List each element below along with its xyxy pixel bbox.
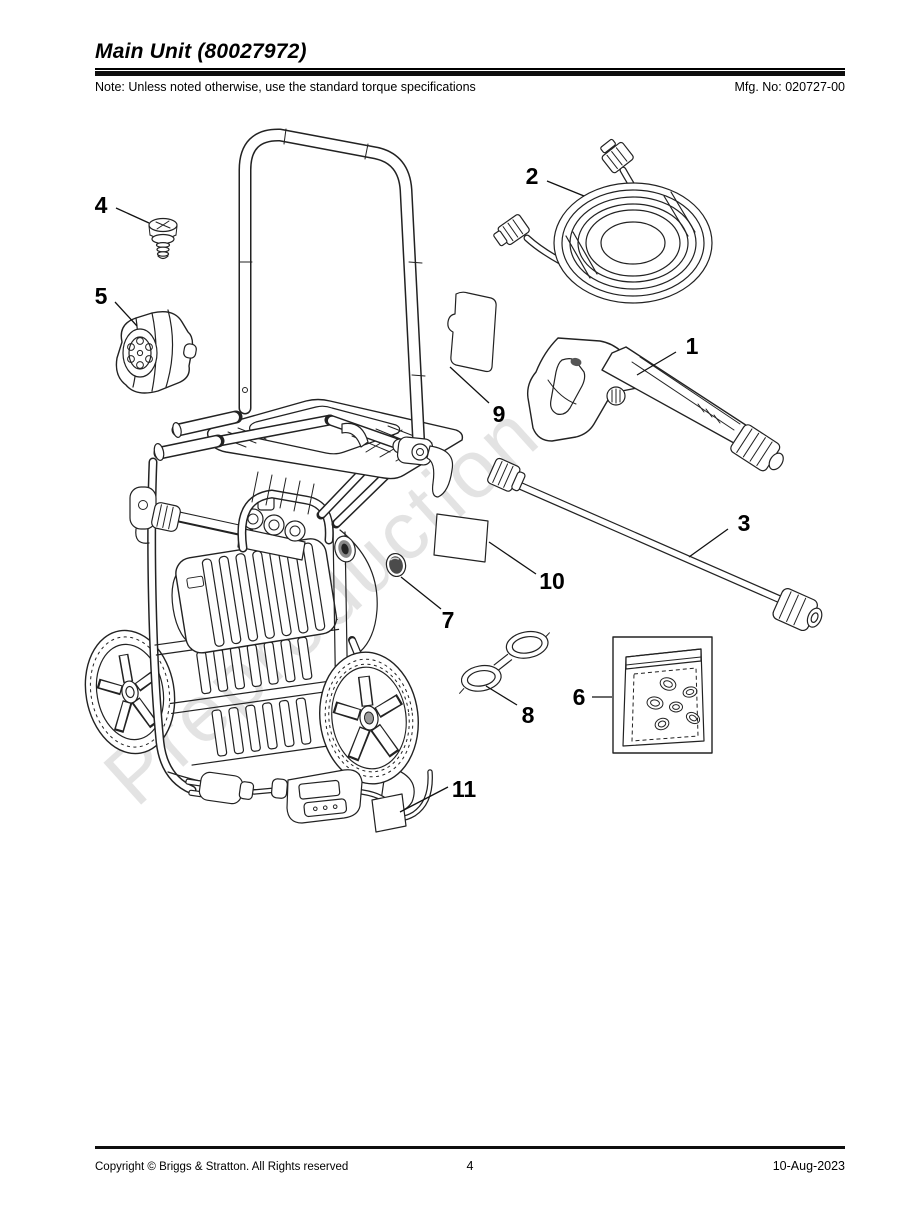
leader-line-9 (449, 366, 490, 404)
part-oring-kit (612, 636, 713, 754)
cord-tag (371, 793, 407, 833)
part-nozzle-cap (115, 309, 197, 394)
handle-joint-lever (341, 422, 454, 498)
callout-4: 4 (95, 192, 150, 224)
right-wheel (319, 651, 419, 785)
callout-8: 8 (485, 685, 535, 728)
motor-housing (171, 538, 338, 654)
leader-line-2 (546, 180, 585, 197)
side-port (334, 535, 356, 563)
callout-number-4: 4 (95, 192, 108, 218)
part-decal-10 (433, 513, 489, 563)
page-number: 4 (466, 1159, 474, 1173)
part-grommet (385, 552, 407, 578)
page-title: Main Unit (80027972) (95, 40, 307, 63)
part-spray-wand (487, 457, 823, 632)
callout-number-7: 7 (442, 607, 455, 633)
callout-number-3: 3 (738, 510, 751, 536)
part-pressure-hose (493, 138, 713, 304)
mfg-number: Mfg. No: 020727-00 (734, 79, 846, 94)
pump-manifold (151, 495, 306, 561)
part-screw (148, 217, 178, 260)
part-power-cord (185, 769, 433, 833)
leader-line-5 (114, 301, 138, 327)
header-rule-thin (95, 68, 845, 70)
callout-number-5: 5 (95, 283, 108, 309)
leader-line-10 (488, 541, 537, 575)
callout-number-10: 10 (539, 568, 565, 594)
callouts: 1 2 3 4 5 6 7 8 (95, 163, 751, 813)
leader-line-4 (115, 207, 150, 224)
leader-line-3 (688, 528, 729, 558)
leader-line-7 (400, 576, 442, 610)
leader-line-8 (485, 685, 518, 706)
date-text: 10-Aug-2023 (772, 1159, 846, 1173)
folding-handle (238, 128, 426, 455)
callout-number-11: 11 (452, 776, 477, 802)
callout-number-2: 2 (526, 163, 539, 189)
part-seal-rings (459, 630, 550, 694)
callout-6: 6 (573, 684, 612, 710)
part-spray-gun (526, 337, 784, 472)
callout-number-6: 6 (573, 684, 586, 710)
callout-11: 11 (399, 776, 477, 813)
left-wheel (84, 629, 176, 755)
callout-1: 1 (636, 333, 699, 376)
callout-7: 7 (400, 576, 455, 633)
callout-10: 10 (488, 541, 565, 594)
callout-number-1: 1 (686, 333, 699, 359)
callout-number-8: 8 (522, 702, 535, 728)
callout-3: 3 (688, 510, 751, 558)
carry-handle-loop (237, 489, 334, 553)
leader-line-11 (399, 786, 449, 813)
callout-5: 5 (95, 283, 138, 327)
main-unit-drawing (84, 128, 464, 833)
page-header: Main Unit (80027972) Note: Unless noted … (95, 40, 845, 94)
torque-note: Note: Unless noted otherwise, use the st… (95, 79, 476, 94)
callout-2: 2 (526, 163, 585, 197)
callout-number-9: 9 (493, 401, 506, 427)
callout-9: 9 (449, 366, 506, 427)
part-decal-9 (447, 291, 497, 373)
page-footer: Copyright © Briggs & Stratton. All Right… (95, 1146, 845, 1173)
leader-line-1 (636, 351, 677, 376)
footer-rule (95, 1146, 845, 1149)
header-rule-thick (95, 71, 845, 76)
copyright-text: Copyright © Briggs & Stratton. All Right… (95, 1161, 349, 1173)
